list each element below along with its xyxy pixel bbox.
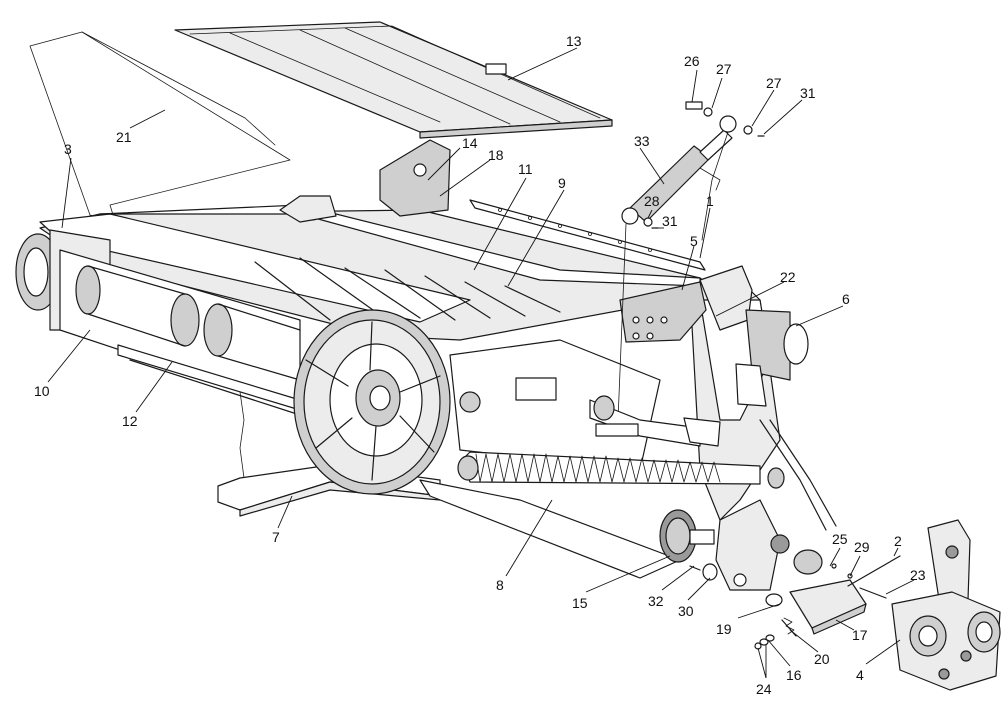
callout-4: 4	[856, 667, 864, 683]
part-pulley	[293, 309, 451, 495]
callout-30: 30	[678, 603, 694, 619]
part-top-plate	[174, 21, 613, 139]
part-lower-actuator	[589, 395, 721, 447]
callout-31-second: 31	[662, 213, 678, 229]
callout-12: 12	[122, 413, 138, 429]
part-pins	[831, 555, 901, 599]
callout-23: 23	[910, 567, 926, 583]
part-lever-bracket	[754, 579, 867, 650]
callout-18: 18	[488, 147, 504, 163]
part-gearbox	[891, 519, 1001, 691]
callout-27: 27	[716, 61, 732, 77]
callout-25: 25	[832, 531, 848, 547]
callout-22: 22	[780, 269, 796, 285]
callout-28: 28	[644, 193, 660, 209]
callout-16: 16	[786, 667, 802, 683]
callout-3: 3	[64, 141, 72, 157]
callout-14: 14	[462, 135, 478, 151]
callout-13: 13	[566, 33, 582, 49]
part-spring	[457, 451, 785, 489]
callout-15: 15	[572, 595, 588, 611]
part-main-frame	[15, 139, 837, 591]
callout-1: 1	[706, 193, 714, 209]
callout-19: 19	[716, 621, 732, 637]
callout-21: 21	[116, 129, 132, 145]
callout-labels: 13 21 3 14 18 11 9 33 26 27 27 31 1 28 3…	[34, 33, 926, 697]
callout-leaders	[47, 47, 915, 679]
callout-2: 2	[894, 533, 902, 549]
callout-27-second: 27	[766, 75, 782, 91]
callout-7: 7	[272, 529, 280, 545]
callout-20: 20	[814, 651, 830, 667]
callout-32: 32	[648, 593, 664, 609]
part-washers	[689, 563, 718, 581]
callout-8: 8	[496, 577, 504, 593]
callout-26: 26	[684, 53, 700, 69]
callout-31: 31	[800, 85, 816, 101]
callout-33: 33	[634, 133, 650, 149]
callout-11: 11	[518, 161, 533, 177]
callout-6: 6	[842, 291, 850, 307]
callout-9: 9	[558, 175, 566, 191]
callout-17: 17	[852, 627, 868, 643]
callout-10: 10	[34, 383, 50, 399]
part-hydraulic-cylinder	[617, 101, 765, 421]
callout-24: 24	[756, 681, 772, 697]
part-sprocket	[659, 509, 715, 563]
callout-29: 29	[854, 539, 870, 555]
callout-5: 5	[690, 233, 698, 249]
